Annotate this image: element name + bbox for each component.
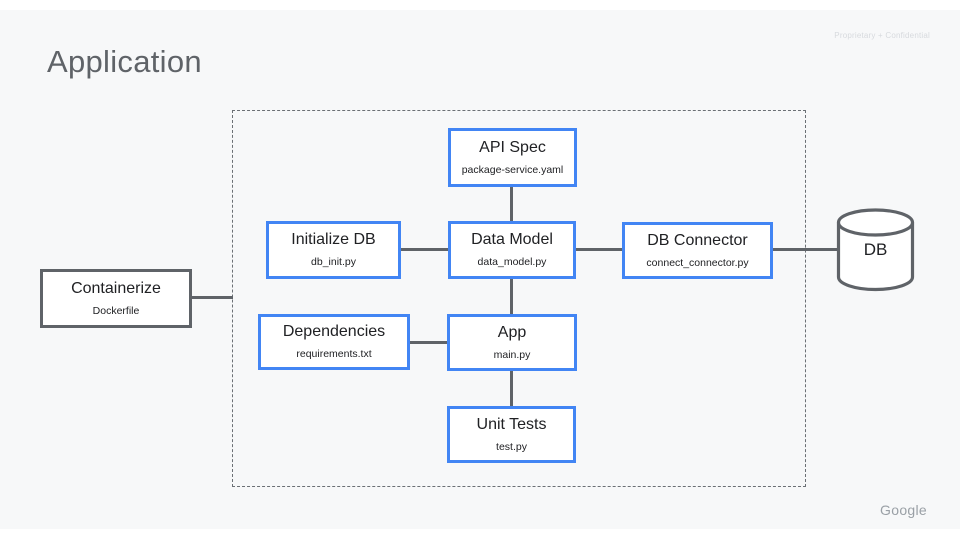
connector-initialize-db-data-model <box>401 248 448 251</box>
database-label: DB <box>863 240 888 259</box>
node-title: Dependencies <box>282 323 386 341</box>
node-subtitle: main.py <box>493 348 531 361</box>
page-title: Application <box>47 44 202 79</box>
connector-data-model-app <box>510 279 513 314</box>
connector-api-spec-data-model <box>510 187 513 221</box>
node-subtitle: data_model.py <box>477 256 547 269</box>
node-subtitle: test.py <box>496 440 527 453</box>
node-title: Initialize DB <box>291 231 376 249</box>
node-dependencies: Dependencies requirements.txt <box>258 314 410 370</box>
node-subtitle: connect_connector.py <box>646 256 749 269</box>
node-subtitle: db_init.py <box>311 256 356 269</box>
node-title: Data Model <box>471 231 553 249</box>
connector-db-connector-db <box>773 248 838 251</box>
connector-dependencies-app <box>410 341 447 344</box>
node-initialize-db: Initialize DB db_init.py <box>266 221 401 279</box>
database-cylinder-icon <box>836 208 915 292</box>
node-subtitle: Dockerfile <box>92 304 140 317</box>
node-title: Containerize <box>71 279 161 297</box>
node-title: Unit Tests <box>476 415 547 433</box>
connector-data-model-db-connector <box>576 248 622 251</box>
connector-containerize-boundary <box>192 296 233 299</box>
node-api-spec: API Spec package-service.yaml <box>448 128 577 187</box>
node-data-model: Data Model data_model.py <box>448 221 576 279</box>
node-title: API Spec <box>479 138 546 156</box>
connector-app-unit-tests <box>510 371 513 406</box>
google-logo: Google <box>880 502 927 518</box>
confidential-watermark: Proprietary + Confidential <box>834 31 930 40</box>
node-subtitle: package-service.yaml <box>461 163 564 176</box>
node-title: DB Connector <box>647 231 748 249</box>
node-unit-tests: Unit Tests test.py <box>447 406 576 463</box>
node-subtitle: requirements.txt <box>296 348 372 361</box>
node-app: App main.py <box>447 314 577 371</box>
node-containerize: Containerize Dockerfile <box>40 269 192 328</box>
node-title: App <box>497 323 527 341</box>
node-db-connector: DB Connector connect_connector.py <box>622 222 773 279</box>
